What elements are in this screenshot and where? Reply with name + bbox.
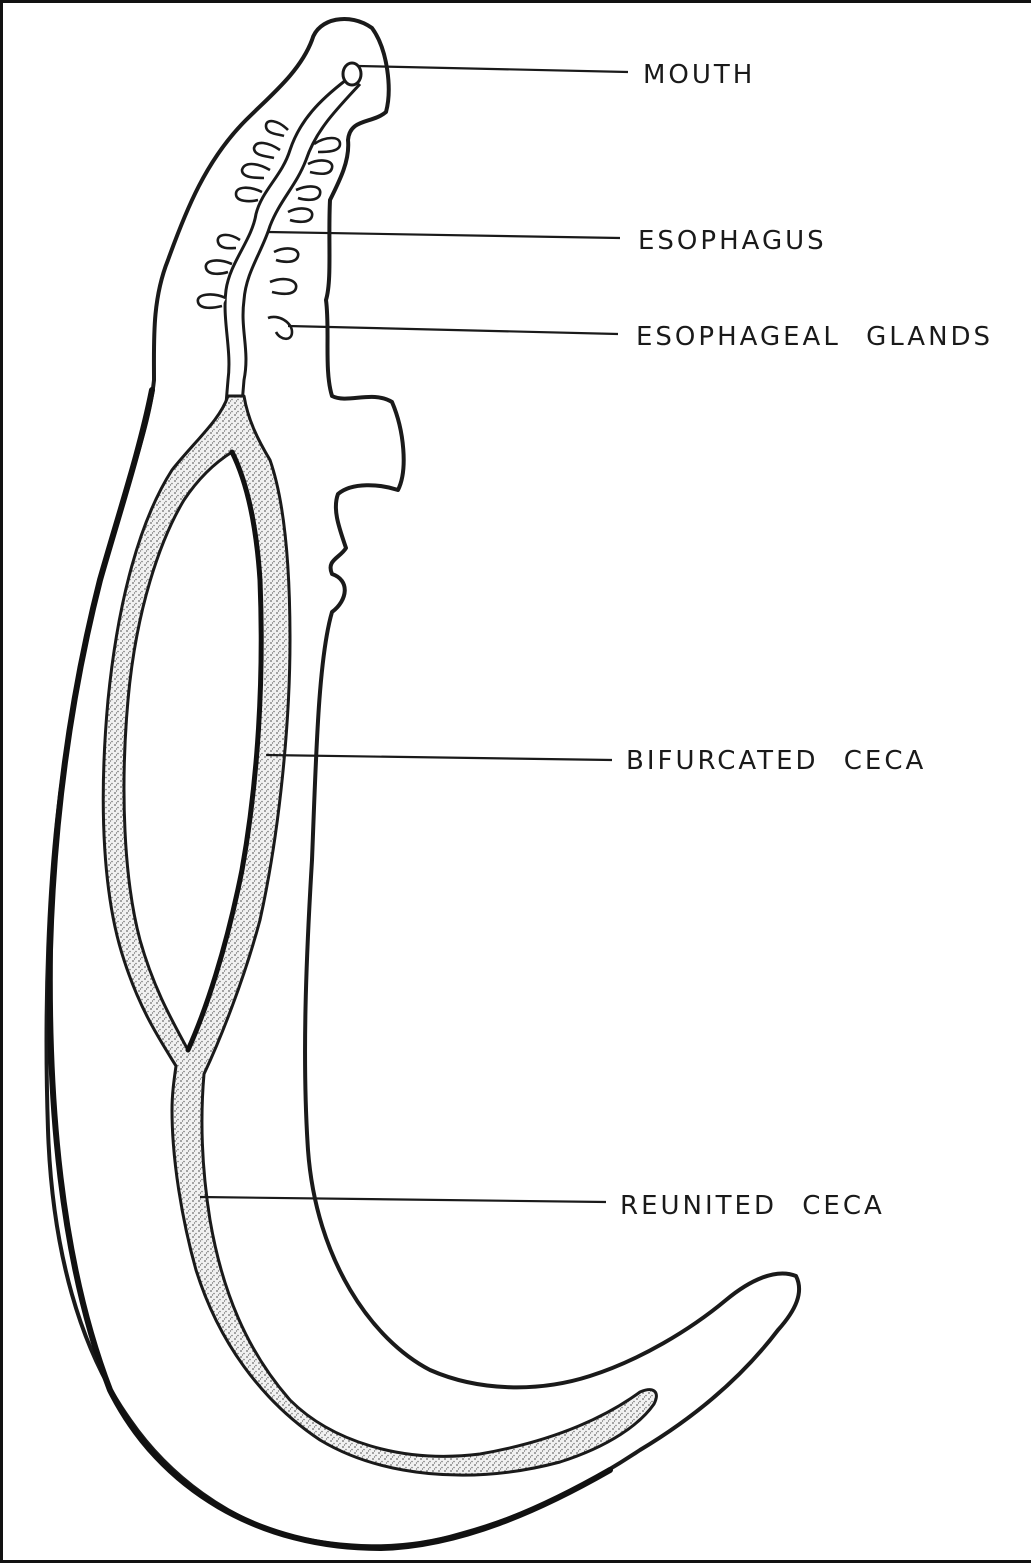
label-esophagus: ESOPHAGUS — [638, 228, 827, 254]
label-mouth: MOUTH — [643, 62, 755, 88]
label-reunited-ceca: REUNITED CECA — [620, 1193, 885, 1219]
leader-esophageal-glands — [288, 326, 618, 334]
label-esophageal-glands: ESOPHAGEAL GLANDS — [636, 324, 993, 350]
leader-mouth — [358, 66, 628, 72]
label-bifurcated-ceca: BIFURCATED CECA — [626, 748, 926, 774]
